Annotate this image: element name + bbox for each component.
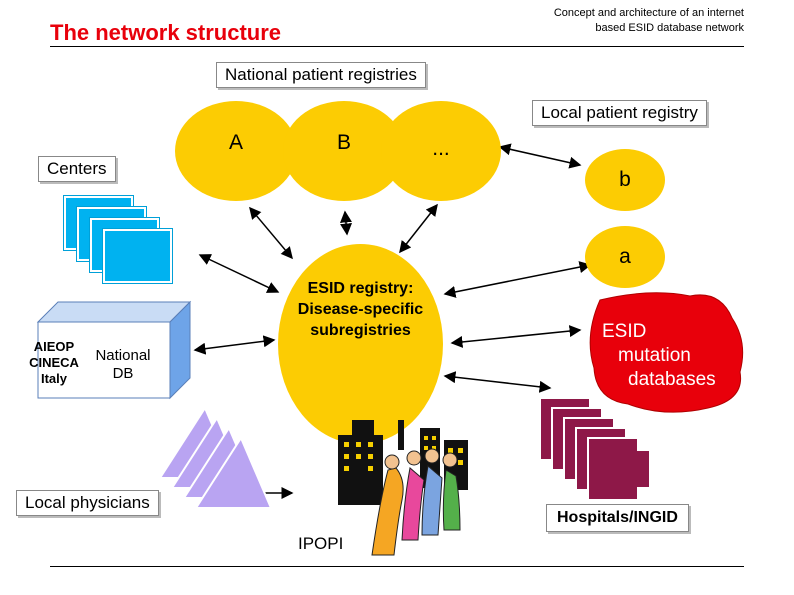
db-right-line: DB (112, 365, 134, 382)
centers-label: Centers (38, 156, 116, 182)
arrow-centers-esid (198, 254, 280, 293)
arrow-db-esid (193, 335, 276, 355)
registry-a[interactable]: A (175, 101, 297, 201)
local-registry-b[interactable]: b (585, 149, 665, 211)
db-right-text: National DB (88, 347, 158, 383)
esid-registry-line: Disease-specific (297, 300, 424, 318)
top-divider (50, 46, 744, 47)
mutation-db-line: mutation (618, 345, 691, 366)
esid-registry-line: subregistries (310, 321, 411, 339)
arrow-a-esid (249, 206, 293, 260)
local-registry-a[interactable]: a (585, 226, 665, 288)
local-registry-label: Local patient registry (532, 100, 707, 126)
db-left-line: AIEOP (33, 339, 75, 354)
local-physicians-label: Local physicians (16, 490, 159, 516)
esid-registry-line: ESID registry: (307, 279, 414, 297)
page-title: The network structure (50, 20, 282, 45)
center-document (102, 228, 173, 284)
db-left-line: Italy (40, 371, 67, 386)
national-registries-label: National patient registries (216, 62, 426, 88)
local-registry-b-label: b (619, 168, 631, 191)
arrow-a-esid-right (443, 261, 592, 298)
mutation-db-text: ESID mutation databases (598, 320, 743, 392)
hospitals-label: Hospitals/INGID (546, 504, 689, 532)
arrow-local-dots (498, 143, 582, 169)
arrow-dots-esid (399, 203, 438, 254)
registry-more[interactable]: ... (381, 101, 501, 201)
registry-b-label: B (336, 131, 351, 154)
db-left-line: CINECA (29, 355, 79, 370)
mutation-db-line: databases (628, 369, 716, 390)
esid-registry[interactable]: ESID registry: Disease-specific subregis… (278, 244, 443, 444)
registry-more-label: ... (432, 137, 450, 160)
arrow-mutation-esid (450, 325, 582, 348)
ipopi-label: IPOPI (298, 534, 344, 553)
subtitle-line: based ESID database network (595, 22, 744, 34)
db-left-text: AIEOP CINECA Italy (27, 339, 81, 387)
local-registry-a-label: a (619, 245, 631, 268)
bottom-divider (50, 566, 744, 567)
arrow-b-esid (339, 210, 353, 236)
mutation-db-line: ESID (602, 321, 647, 342)
arrow-hospitals-esid (443, 371, 552, 393)
registry-a-label: A (228, 131, 243, 154)
subtitle-line: Concept and architecture of an internet (553, 7, 744, 19)
db-right-line: National (95, 347, 151, 364)
page-subtitle: Concept and architecture of an internet … (484, 6, 744, 36)
